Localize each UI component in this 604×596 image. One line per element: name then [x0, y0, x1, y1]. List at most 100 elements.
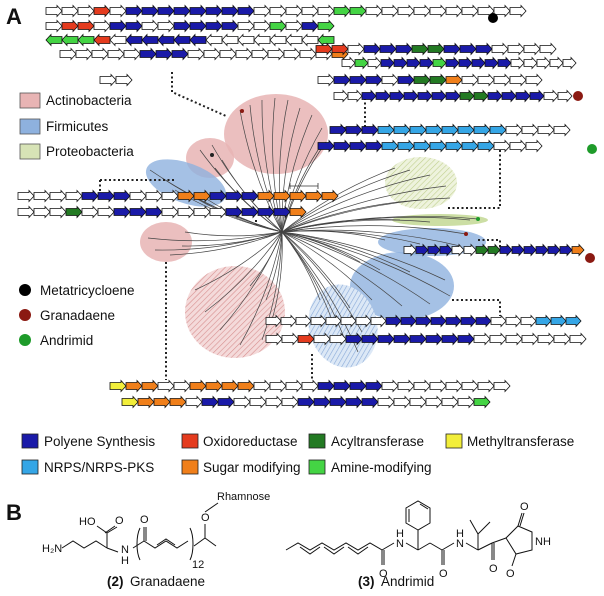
andrimid-atom-o3: O — [489, 563, 498, 575]
gene-arrow — [521, 123, 539, 137]
gene-arrow — [221, 33, 239, 47]
gene-arrow — [461, 4, 479, 18]
gene-arrow — [445, 314, 462, 328]
gene-arrow — [385, 314, 402, 328]
gene-arrow — [331, 42, 349, 56]
gene-arrow — [425, 123, 443, 137]
gene-arrow — [535, 243, 549, 257]
gene-arrow — [425, 332, 443, 346]
gene-arrow — [269, 4, 287, 18]
gene-arrow — [361, 123, 379, 137]
gene-arrow — [473, 395, 491, 409]
gene-arrow — [93, 33, 111, 47]
gene-arrow — [477, 73, 495, 87]
gene-arrow — [363, 42, 381, 56]
gene-arrow — [473, 123, 491, 137]
gene-arrow — [393, 123, 411, 137]
gene-arrow — [139, 47, 157, 61]
gene-arrow — [333, 4, 351, 18]
gene-arrow — [141, 4, 159, 18]
gene-arrow — [473, 332, 491, 346]
gene-arrow — [281, 395, 299, 409]
gene-arrow — [125, 19, 143, 33]
gene-arrow — [125, 379, 143, 393]
andrimid-atom-n1: N — [396, 538, 404, 550]
gene-arrow — [501, 89, 517, 103]
gene-arrow — [445, 89, 461, 103]
gene-arrow — [317, 73, 335, 87]
tree-branch — [281, 169, 411, 233]
tree-node-granadaene-2 — [464, 232, 468, 236]
gene-arrow — [443, 42, 461, 56]
panel-a-label: A — [6, 4, 22, 29]
gene-arrow — [571, 243, 585, 257]
tree-branch — [191, 195, 283, 233]
gene-arrow — [241, 189, 259, 203]
gene-arrow — [393, 56, 408, 70]
granadaene-structure — [61, 524, 217, 561]
gene-arrow — [536, 56, 551, 70]
legend-label-granadaene: Granadaene — [40, 308, 115, 323]
gene-arrow — [115, 73, 133, 87]
gene-arrow — [317, 4, 335, 18]
gene-arrow — [491, 42, 509, 56]
gene-arrow — [397, 379, 415, 393]
gene-arrow — [145, 205, 163, 219]
tree-branch — [281, 231, 321, 301]
gene-arrow — [33, 189, 51, 203]
gene-arrow — [189, 379, 207, 393]
gene-arrow — [509, 4, 527, 18]
tree-branch — [281, 149, 319, 233]
gene-arrow — [380, 56, 395, 70]
gene-arrow — [109, 379, 127, 393]
gene-arrow — [221, 4, 239, 18]
tree-branch — [281, 231, 373, 301]
tree-branch — [281, 107, 301, 233]
gene-arrow — [419, 56, 434, 70]
gene-arrow — [93, 4, 111, 18]
panel-b-label: B — [6, 500, 22, 525]
gene-arrow — [365, 73, 383, 87]
gene-arrow — [75, 47, 93, 61]
tree-branch — [194, 231, 283, 291]
gene-arrow — [379, 42, 397, 56]
gene-arrow — [529, 89, 545, 103]
legend-label-metatricycloene: Metatricycloene — [40, 283, 135, 298]
gene-arrow — [221, 19, 239, 33]
gene-arrow — [403, 243, 417, 257]
gene-arrow — [295, 314, 312, 328]
gene-arrow — [395, 42, 413, 56]
gene-arrow — [77, 19, 95, 33]
gene-arrow — [565, 314, 582, 328]
gene-arrow — [458, 56, 473, 70]
gene-arrow — [417, 89, 433, 103]
gene-arrow — [125, 4, 143, 18]
gene-arrow — [507, 42, 525, 56]
gene-arrow — [65, 189, 83, 203]
legend-dot-metatricycloene — [19, 284, 31, 296]
gene-arrow — [65, 205, 83, 219]
granadaene-atom-o: O — [115, 515, 124, 527]
gene-arrow — [249, 395, 267, 409]
cluster-connectors — [99, 72, 501, 380]
gene-arrow — [173, 4, 191, 18]
gene-arrow — [233, 395, 251, 409]
gene-arrow — [463, 243, 477, 257]
gene-arrow — [451, 243, 465, 257]
gene-arrow — [201, 395, 219, 409]
gene-arrow — [393, 332, 411, 346]
legend-swatch-oxidoreductase — [181, 433, 199, 449]
gene-arrow — [171, 47, 189, 61]
gene-arrow — [349, 139, 367, 153]
gene-arrow — [81, 189, 99, 203]
gene-arrow — [445, 139, 463, 153]
gene-arrow — [283, 47, 301, 61]
cluster-dot-andrimid — [587, 144, 597, 154]
compound-legend: Metatricycloene Granadaene Andrimid — [19, 283, 135, 348]
gene-arrow — [237, 4, 255, 18]
gene-arrow — [91, 47, 109, 61]
gene-arrow — [269, 33, 287, 47]
gene-arrow — [509, 73, 527, 87]
gene-arrow — [253, 19, 271, 33]
legend-swatch-actinobacteria — [19, 92, 41, 109]
